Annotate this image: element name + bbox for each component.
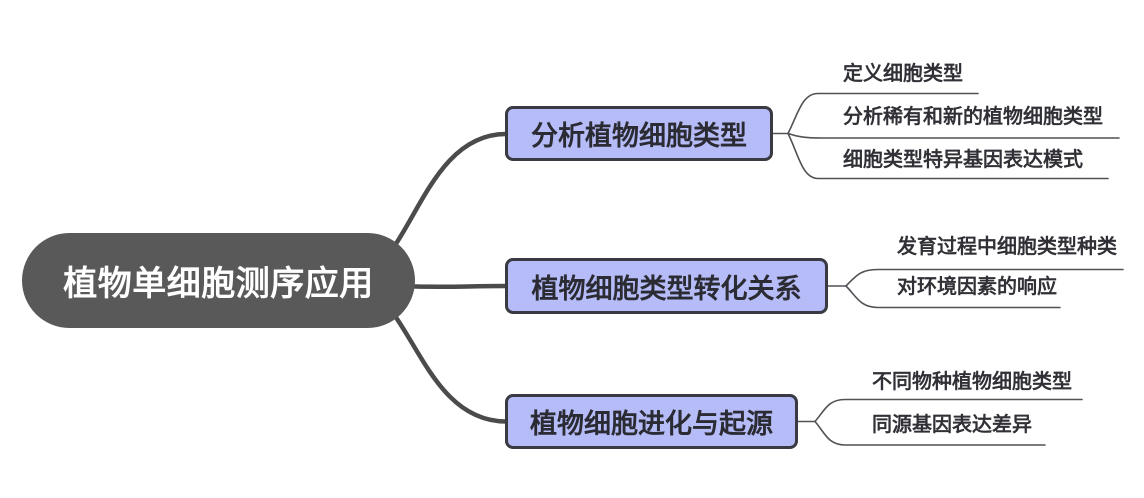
branch-node-cell-evolution-origin[interactable]: 植物细胞进化与起源 bbox=[505, 394, 798, 449]
branch-node-cell-type-transition[interactable]: 植物细胞类型转化关系 bbox=[505, 258, 828, 314]
leaf-node[interactable]: 细胞类型特异基因表达模式 bbox=[843, 149, 1083, 171]
leaf-line-3-1 bbox=[814, 398, 1083, 423]
leaf-line-3-2 bbox=[814, 420, 1046, 446]
leaf-node[interactable]: 不同物种植物细胞类型 bbox=[872, 371, 1072, 393]
leaf-node[interactable]: 同源基因表达差异 bbox=[872, 414, 1032, 436]
leaf-line-1-3 bbox=[787, 132, 1109, 180]
root-node[interactable]: 植物单细胞测序应用 bbox=[22, 233, 415, 328]
branch-node-analyze-cell-types[interactable]: 分析植物细胞类型 bbox=[505, 106, 773, 161]
leaf-node[interactable]: 对环境因素的响应 bbox=[897, 276, 1057, 298]
leaf-line-2-2 bbox=[845, 285, 1061, 309]
leaf-node[interactable]: 定义细胞类型 bbox=[843, 63, 963, 85]
connector-root-branch2 bbox=[397, 283, 509, 290]
leaf-node[interactable]: 发育过程中细胞类型种类 bbox=[897, 236, 1117, 258]
leaf-node[interactable]: 分析稀有和新的植物细胞类型 bbox=[843, 106, 1103, 128]
leaf-line-2-1 bbox=[845, 268, 1124, 287]
leaf-line-1-1 bbox=[787, 92, 979, 135]
leaf-line-1-2 bbox=[787, 132, 1120, 139]
